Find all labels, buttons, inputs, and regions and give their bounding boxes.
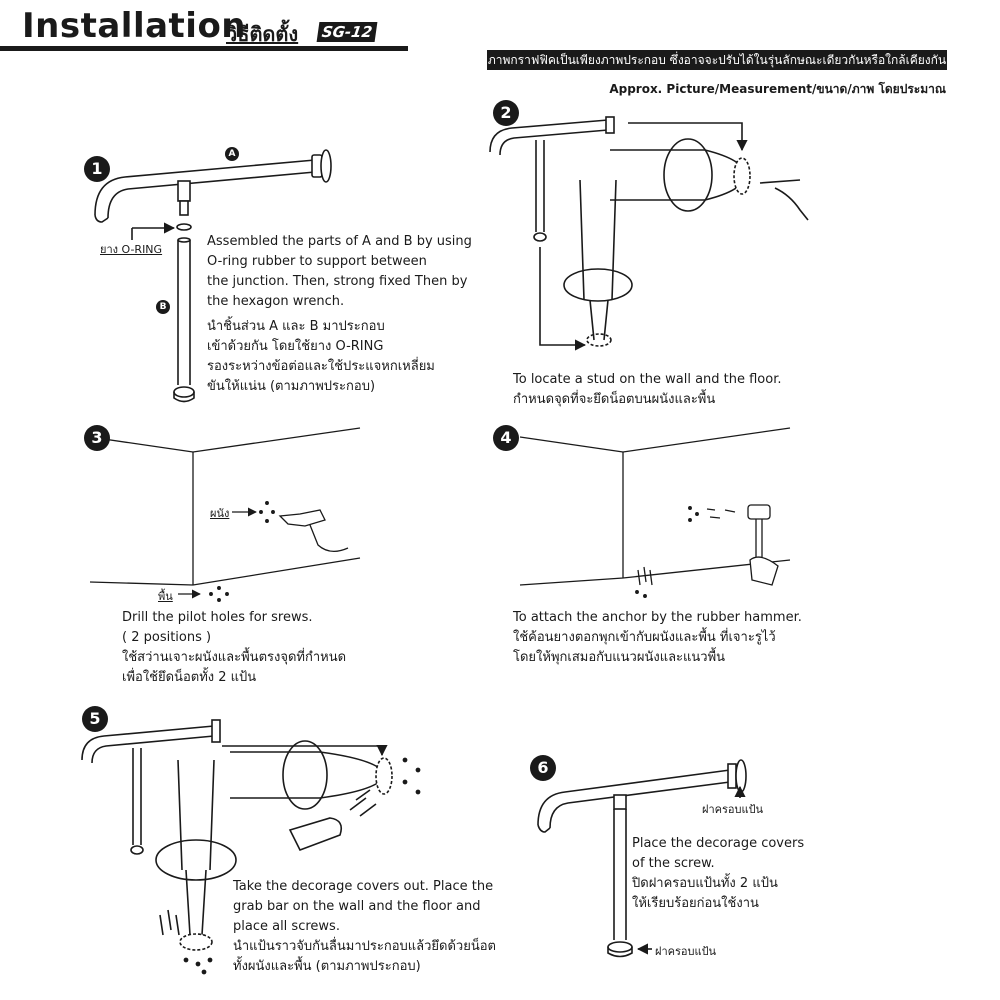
step5-line: grab bar on the wall and the floor and (233, 899, 481, 914)
part-b-badge: B (156, 300, 170, 314)
step3-text: Drill the pilot holes for srews. ( 2 pos… (122, 608, 346, 688)
step1-line: O-ring rubber to support between (207, 254, 427, 269)
header-rule (0, 46, 408, 51)
step1-line: the junction. Then, strong fixed Then by (207, 274, 468, 289)
step1-line-th: นำชิ้นส่วน A และ B มาประกอบ (207, 319, 385, 334)
step6-line: of the screw. (632, 856, 715, 871)
step5-line: place all screws. (233, 919, 340, 934)
step3-line-th: เพื่อใช้ยึดน็อตทั้ง 2 แป้น (122, 670, 257, 685)
step5-line-th: นำแป้นราวจับกันลื่นมาประกอบแล้วยึดด้วยน็… (233, 939, 496, 954)
page-title-thai: วิธีติดตั้ง (226, 22, 299, 46)
step4-text: To attach the anchor by the rubber hamme… (513, 608, 802, 668)
step6-finished-illustration (537, 759, 747, 958)
cover-label-wall: ฝาครอบแป้น (702, 803, 764, 816)
step1-line-th: ขันให้แน่น (ตามภาพประกอบ) (207, 379, 376, 394)
step2-locate-stud-illustration (489, 116, 809, 351)
step1-line-th: รองระหว่างข้อต่อและใช้ประแจหกเหลี่ยม (207, 359, 435, 374)
floor-label: พื้น (158, 590, 173, 603)
step2-number: 2 (493, 100, 519, 126)
step1-text-en: Assembled the parts of A and B by using … (207, 232, 472, 312)
cover-label-floor: ฝาครอบแป้น (655, 945, 717, 958)
step1-line-th: เข้าด้วยกัน โดยใช้ยาง O-RING (207, 339, 384, 354)
step5-text: Take the decorage covers out. Place the … (233, 877, 496, 977)
part-a-badge: A (225, 147, 239, 161)
step1-line: Assembled the parts of A and B by using (207, 234, 472, 249)
step4-number: 4 (493, 425, 519, 451)
approx-note: Approx. Picture/Measurement/ขนาด/ภาพ โดย… (609, 82, 946, 96)
step4-line: To attach the anchor by the rubber hamme… (513, 610, 802, 625)
step3-line-th: ใช้สว่านเจาะผนังและพื้นตรงจุดที่กำหนด (122, 650, 347, 665)
step2-line-th: กำหนดจุดที่จะยึดน็อตบนผนังและพื้น (513, 392, 716, 407)
step3-drill-illustration (89, 427, 361, 602)
step1-line: the hexagon wrench. (207, 294, 345, 309)
page-title: Installation (22, 6, 247, 46)
step4-line-th: โดยให้พุกเสมอกับแนวผนังและแนวพื้น (513, 650, 726, 665)
step5-mount-illustration (81, 719, 421, 975)
step6-line-th: ให้เรียบร้อยก่อนใช้งาน (632, 896, 759, 911)
step6-text: Place the decorage covers of the screw. … (632, 834, 804, 914)
step6-line-th: ปิดฝาครอบแป้นทั้ง 2 แป้น (632, 876, 778, 891)
step2-line: To locate a stud on the wall and the flo… (513, 372, 782, 387)
step6-line: Place the decorage covers (632, 836, 805, 851)
step6-number: 6 (530, 755, 556, 781)
wall-label: ผนัง (210, 507, 230, 520)
step3-line: Drill the pilot holes for srews. (122, 610, 313, 625)
step3-number: 3 (84, 425, 110, 451)
step5-line: Take the decorage covers out. Place the (233, 879, 494, 894)
oring-label: ยาง O-RING (100, 243, 163, 256)
step1-number: 1 (84, 156, 110, 182)
step2-text: To locate a stud on the wall and the flo… (513, 370, 782, 410)
step3-line: ( 2 positions ) (122, 630, 212, 645)
step1-text-th: นำชิ้นส่วน A และ B มาประกอบ เข้าด้วยกัน … (207, 317, 435, 397)
step1-grab-bar-illustration (94, 149, 332, 403)
step5-number: 5 (82, 706, 108, 732)
step5-line-th: ทั้งผนังและพื้น (ตามภาพประกอบ) (233, 959, 421, 974)
disclaimer-banner: ภาพกราฟฟิคเป็นเพียงภาพประกอบ ซึ่งอาจจะปร… (487, 50, 947, 70)
step4-line-th: ใช้ค้อนยางตอกพุกเข้ากับผนังและพื้น ที่เจ… (513, 630, 776, 645)
step4-hammer-illustration (519, 427, 791, 598)
